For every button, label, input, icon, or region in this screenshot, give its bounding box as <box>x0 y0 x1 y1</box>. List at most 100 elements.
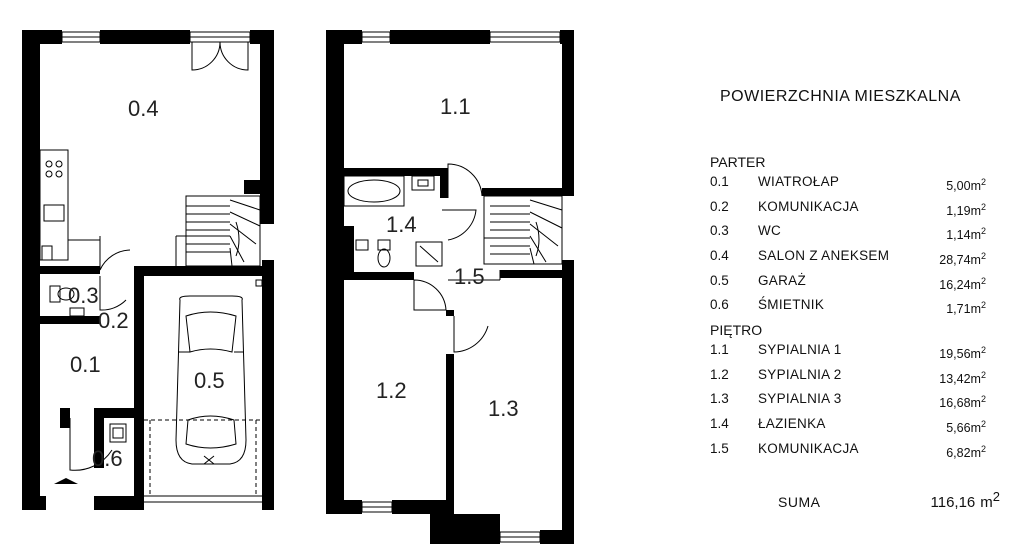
wall <box>446 354 454 514</box>
kitchen-counter <box>39 149 69 261</box>
wall <box>500 270 562 278</box>
total-label: SUMA <box>778 494 821 511</box>
room-code: 0.6 <box>710 297 729 313</box>
door-swing <box>191 41 221 71</box>
door-swing <box>442 209 477 241</box>
wall <box>344 226 354 276</box>
room-label-1.2: 1.2 <box>376 378 407 403</box>
room-code: 0.4 <box>710 247 729 263</box>
room-label-0.1: 0.1 <box>70 352 101 377</box>
room-name: SYPIALNIA 3 <box>758 391 842 407</box>
room-code: 1.3 <box>710 391 729 407</box>
wall <box>344 272 414 280</box>
wall <box>446 310 454 316</box>
table-row: 1.5 KOMUNIKACJA 6,82m2 <box>710 439 1000 464</box>
wall <box>134 266 262 276</box>
room-code: 0.1 <box>710 174 729 189</box>
entrance-marker <box>54 478 78 484</box>
room-code: 0.5 <box>710 272 729 288</box>
room-label-1.3: 1.3 <box>488 396 519 421</box>
room-name: SYPIALNIA 2 <box>758 366 842 382</box>
wall <box>244 180 274 194</box>
wall <box>344 168 448 176</box>
room-code: 1.4 <box>710 415 729 431</box>
toilet <box>377 239 391 251</box>
room-label-1.1: 1.1 <box>440 94 471 119</box>
wall <box>562 260 574 544</box>
sink <box>355 239 369 251</box>
wall <box>94 408 134 418</box>
total-unit: m2 <box>980 489 1000 512</box>
room-code: 0.3 <box>710 223 729 239</box>
room-area: 16,24m2 <box>939 275 986 292</box>
door-swing <box>413 279 447 311</box>
table-row: 0.2 KOMUNIKACJA 1,19m2 <box>710 197 1000 222</box>
room-area: 28,74m2 <box>939 250 986 268</box>
room-label-0.4: 0.4 <box>128 96 159 121</box>
car <box>175 295 247 465</box>
staircase <box>483 195 563 265</box>
first-floor <box>326 30 574 544</box>
room-area: 16,68m2 <box>939 394 986 411</box>
room-area: 13,42m2 <box>939 369 986 386</box>
door-swing <box>99 236 131 271</box>
room-name: KOMUNIKACJA <box>758 198 859 214</box>
room-area: 1,71m2 <box>946 300 986 317</box>
wall <box>260 194 274 224</box>
room-code: 1.2 <box>710 366 729 382</box>
door-swing <box>99 276 127 311</box>
wall <box>482 188 574 196</box>
room-label-1.4: 1.4 <box>386 212 417 237</box>
wall <box>134 266 144 510</box>
wall <box>262 260 274 510</box>
room-name: KOMUNIKACJA <box>758 440 859 456</box>
room-area: 5,66m2 <box>946 418 986 436</box>
wall <box>390 30 490 44</box>
door-swing <box>453 316 489 353</box>
total-value: 116,16 <box>930 494 976 512</box>
room-area: 1,19m2 <box>946 201 986 218</box>
total-area: SUMA 116,16 m2 <box>710 489 1000 511</box>
room-area: 5,00m2 <box>946 177 986 194</box>
table-row: 1.2 SYPIALNIA 2 13,42m2 <box>710 365 1000 390</box>
wall <box>94 496 144 510</box>
room-area: 6,82m2 <box>946 443 986 460</box>
table-row: 0.4 SALON Z ANEKSEM 28,74m2 <box>710 246 1000 271</box>
bin <box>109 423 127 443</box>
wall <box>392 500 448 514</box>
wall <box>40 316 100 324</box>
staircase <box>175 195 261 267</box>
table-row: 0.6 ŚMIETNIK 1,71m2 <box>710 295 1000 320</box>
room-name: SALON Z ANEKSEM <box>758 247 890 263</box>
door-swing <box>447 163 483 198</box>
table-row: 1.3 SYPIALNIA 3 16,68m2 <box>710 389 1000 414</box>
wall <box>40 266 100 274</box>
room-label-0.2: 0.2 <box>98 308 129 333</box>
room-name: ŚMIETNIK <box>758 297 825 313</box>
room-code: 0.2 <box>710 198 729 214</box>
table-row: 0.5 GARAŻ 16,24m2 <box>710 271 1000 296</box>
wall <box>262 496 274 510</box>
wall <box>562 30 574 196</box>
shower <box>415 241 443 267</box>
wall <box>440 168 448 198</box>
wall <box>540 530 574 544</box>
door-swing <box>69 418 113 471</box>
room-area: 19,56m2 <box>939 344 986 362</box>
sink <box>411 175 435 191</box>
section-heading: PIĘTRO <box>710 321 763 338</box>
wall <box>326 500 362 514</box>
wall <box>22 30 40 510</box>
toilet <box>49 285 61 303</box>
room-label-0.6: 0.6 <box>92 446 123 471</box>
legend-title: POWIERZCHNIA MIESZKALNA <box>720 88 961 105</box>
wall <box>326 30 344 514</box>
room-name: GARAŻ <box>758 272 807 288</box>
bathtub <box>343 175 405 207</box>
room-code: 1.5 <box>710 440 729 456</box>
sink <box>69 307 85 317</box>
